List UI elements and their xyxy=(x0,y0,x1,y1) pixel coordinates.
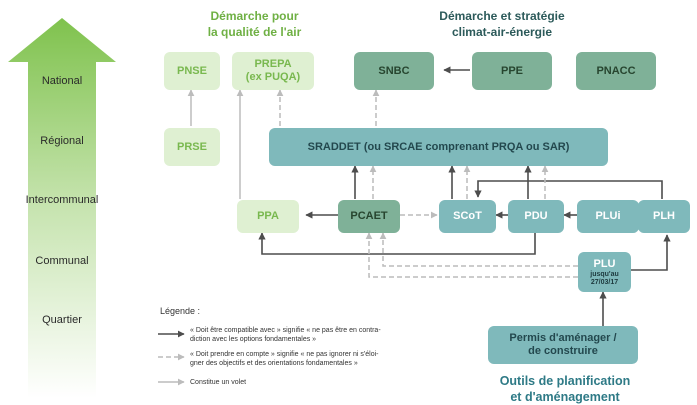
box-plui: PLUi xyxy=(577,200,639,233)
box-ppe: PPE xyxy=(472,52,552,90)
box-pdu: PDU xyxy=(508,200,564,233)
box-pnacc-label: PNACC xyxy=(596,64,636,77)
box-plu-note: jusqu'au 27/03/17 xyxy=(590,270,619,286)
box-pcaet-label: PCAET xyxy=(350,210,388,222)
box-prse-label: PRSE xyxy=(177,140,207,153)
box-plu: PLU jusqu'au 27/03/17 xyxy=(578,252,631,292)
arrow-plu-pcaet xyxy=(365,232,578,278)
box-pcaet: PCAET xyxy=(338,200,400,233)
level-national: National xyxy=(41,75,83,87)
box-plh: PLH xyxy=(638,200,690,233)
box-plh-label: PLH xyxy=(653,210,675,222)
box-ppa: PPA xyxy=(237,200,299,233)
arrow-plh-scot xyxy=(474,180,663,199)
box-prse: PRSE xyxy=(164,128,220,166)
box-snbc-label: SNBC xyxy=(378,64,410,77)
level-communal: Communal xyxy=(35,255,89,267)
box-ppa-label: PPA xyxy=(257,210,279,222)
header-climat-air-energie: Démarche et stratégie climat-air-énergie xyxy=(439,9,565,39)
box-snbc: SNBC xyxy=(354,52,434,90)
level-intercommunal: Intercommunal xyxy=(25,194,99,206)
legend-title: Légende : xyxy=(160,306,201,316)
arrow-plu-plh xyxy=(631,234,671,271)
box-pnacc: PNACC xyxy=(576,52,656,90)
box-ppe-label: PPE xyxy=(500,64,523,77)
box-scot-label: SCoT xyxy=(453,210,482,222)
header-outils-planification: Outils de planification et d'aménagement xyxy=(499,374,631,404)
arrow-plu-scot-dashed xyxy=(379,232,578,267)
box-scot: SCoT xyxy=(439,200,496,233)
arrow-pdu-ppa xyxy=(258,231,536,255)
header-qualite-air: Démarche pour la qualité de l'air xyxy=(207,9,302,39)
box-pdu-label: PDU xyxy=(524,210,548,222)
box-plu-label: PLU xyxy=(593,257,616,270)
box-prepa-label: PREPA (ex PUQA) xyxy=(245,58,301,83)
box-permis: Permis d'aménager / de construire xyxy=(488,326,638,364)
volet-arrows xyxy=(187,89,244,199)
box-plui-label: PLUi xyxy=(595,210,621,222)
box-pnse-label: PNSE xyxy=(177,64,207,77)
level-quartier: Quartier xyxy=(42,314,82,326)
scale-arrow xyxy=(8,18,116,398)
legend-samples xyxy=(158,330,185,386)
prendre-en-compte-arrows xyxy=(276,89,578,278)
box-sraddet: SRADDET (ou SRCAE comprenant PRQA ou SAR… xyxy=(269,128,608,166)
box-sraddet-label: SRADDET (ou SRCAE comprenant PRQA ou SAR… xyxy=(307,140,570,153)
legend-volet-text: Constitue un volet xyxy=(190,379,247,386)
level-regional: Régional xyxy=(40,135,84,147)
box-permis-label: Permis d'aménager / de construire xyxy=(509,332,617,357)
legend-compatible-text: « Doit être compatible avec » signifie «… xyxy=(190,327,381,343)
box-prepa: PREPA (ex PUQA) xyxy=(232,52,314,90)
box-pnse: PNSE xyxy=(164,52,220,90)
legend-prendre-compte-text: « Doit prendre en compte » signifie « ne… xyxy=(190,351,379,367)
compatible-arrows xyxy=(258,66,671,326)
